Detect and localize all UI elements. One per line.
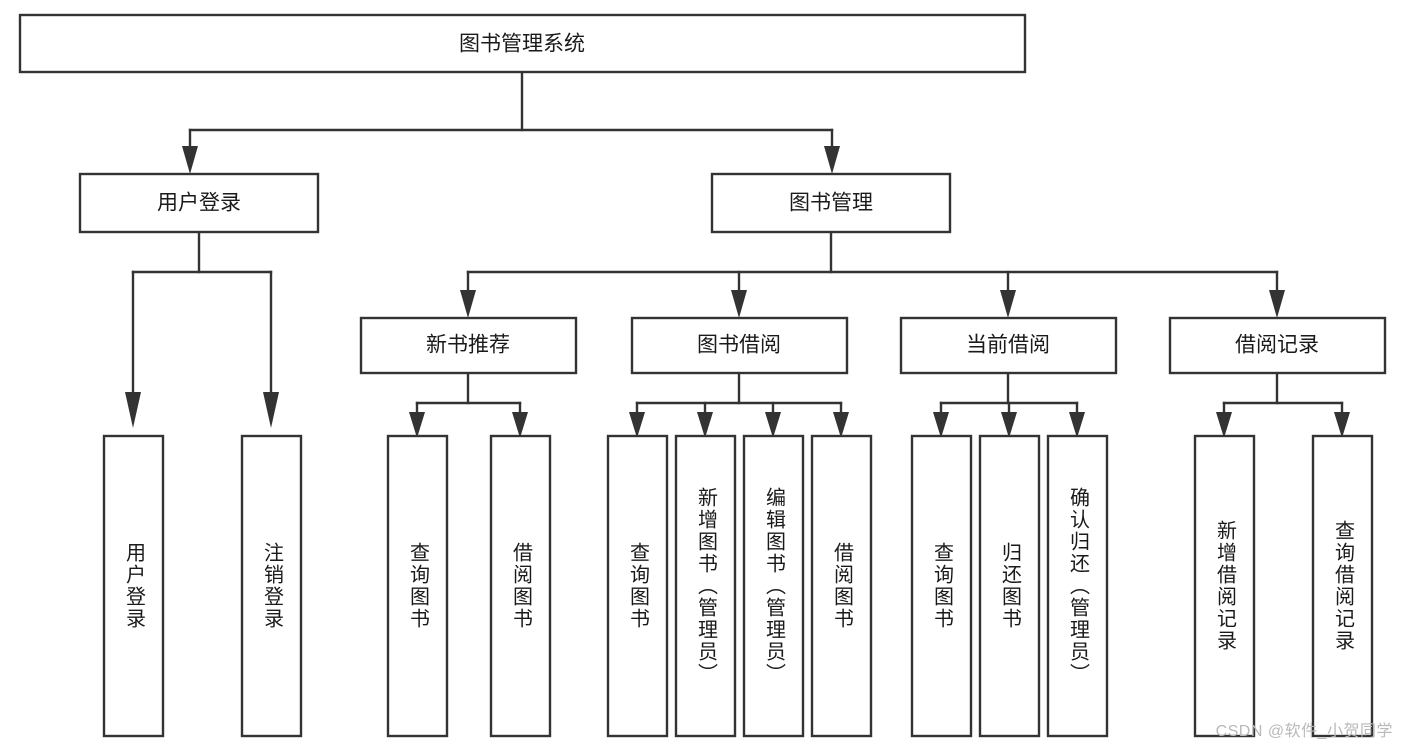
node-leaf-confirm-return-box — [1046, 434, 1109, 738]
node-leaf-borrow-book-1[interactable]: 借阅图书 — [489, 434, 552, 738]
connector-layer — [125, 70, 1350, 438]
node-leaf-query-record-box — [1311, 434, 1374, 738]
node-leaf-logout-login[interactable]: 注销登录 — [240, 434, 303, 738]
node-leaf-edit-book-box — [742, 434, 805, 738]
node-leaf-borrow-book-2-box — [810, 434, 873, 738]
arrow-to-book-borrow — [731, 290, 747, 318]
arrow-to-leaf-query-book-2 — [629, 412, 645, 438]
node-leaf-query-book-2[interactable]: 查询图书 — [606, 434, 669, 738]
arrow-to-book-management — [824, 146, 840, 174]
node-leaf-query-book-3-label: 查询图书 — [930, 542, 953, 630]
node-leaf-query-record-label: 查询借阅记录 — [1331, 520, 1354, 652]
node-leaf-query-book-2-label: 查询图书 — [626, 542, 649, 630]
node-leaf-query-book-1-box — [386, 434, 449, 738]
node-leaf-return-book[interactable]: 归还图书 — [978, 434, 1041, 738]
node-user-login-box — [78, 172, 320, 234]
node-book-borrow[interactable]: 图书借阅 — [630, 316, 849, 375]
node-book-borrow-box — [630, 316, 849, 375]
arrow-to-user-login — [182, 146, 198, 174]
node-leaf-edit-book-label: 编辑图书（管理员） — [762, 487, 785, 685]
node-root-label: 图书管理系统 — [459, 33, 585, 56]
node-book-borrow-label: 图书借阅 — [697, 334, 781, 357]
node-leaf-confirm-return-label: 确认归还（管理员） — [1066, 487, 1089, 685]
arrow-to-leaf-query-book-3 — [933, 412, 949, 438]
arrow-to-leaf-logout-login — [263, 392, 279, 428]
node-leaf-query-book-1-label: 查询图书 — [406, 542, 429, 630]
node-new-book-recommend-label: 新书推荐 — [426, 334, 510, 357]
arrow-to-leaf-return-book — [1001, 412, 1017, 438]
arrow-to-current-borrow — [1000, 290, 1016, 318]
node-book-management-box — [710, 172, 952, 234]
arrow-to-leaf-add-record — [1216, 412, 1232, 438]
arrow-to-borrow-record — [1269, 290, 1285, 318]
arrow-to-leaf-query-record — [1334, 412, 1350, 438]
node-leaf-logout-login-label: 注销登录 — [260, 542, 283, 630]
node-leaf-return-book-box — [978, 434, 1041, 738]
node-leaf-add-record-box — [1193, 434, 1256, 738]
node-leaf-edit-book[interactable]: 编辑图书（管理员） — [742, 434, 805, 738]
node-current-borrow-box — [899, 316, 1118, 375]
node-leaf-query-book-2-box — [606, 434, 669, 738]
node-borrow-record-label: 借阅记录 — [1235, 334, 1319, 357]
arrow-to-leaf-confirm-return — [1069, 412, 1085, 438]
node-root[interactable]: 图书管理系统 — [18, 13, 1027, 74]
node-current-borrow[interactable]: 当前借阅 — [899, 316, 1118, 375]
node-leaf-add-book-box — [674, 434, 737, 738]
node-book-management-label: 图书管理 — [789, 192, 873, 215]
node-current-borrow-label: 当前借阅 — [966, 334, 1050, 357]
node-root-box — [18, 13, 1027, 74]
node-leaf-query-book-1[interactable]: 查询图书 — [386, 434, 449, 738]
node-leaf-add-book[interactable]: 新增图书（管理员） — [674, 434, 737, 738]
node-leaf-logout-login-box — [240, 434, 303, 738]
arrow-to-leaf-user-login — [125, 392, 141, 428]
node-leaf-add-record[interactable]: 新增借阅记录 — [1193, 434, 1256, 738]
node-leaf-add-record-label: 新增借阅记录 — [1213, 520, 1236, 652]
node-user-login-label: 用户登录 — [157, 192, 241, 215]
node-leaf-confirm-return[interactable]: 确认归还（管理员） — [1046, 434, 1109, 738]
arrow-to-leaf-edit-book — [765, 412, 781, 438]
arrow-to-leaf-add-book — [697, 412, 713, 438]
node-leaf-add-book-label: 新增图书（管理员） — [694, 487, 717, 685]
node-leaf-query-book-3-box — [910, 434, 973, 738]
node-new-book-recommend[interactable]: 新书推荐 — [359, 316, 578, 375]
node-leaf-borrow-book-1-box — [489, 434, 552, 738]
node-book-management[interactable]: 图书管理 — [710, 172, 952, 234]
arrow-to-new-book-recommend — [460, 290, 476, 318]
node-leaf-borrow-book-1-label: 借阅图书 — [509, 542, 532, 630]
node-user-login[interactable]: 用户登录 — [78, 172, 320, 234]
arrow-to-leaf-query-book-1 — [409, 412, 425, 438]
node-leaf-query-record[interactable]: 查询借阅记录 — [1311, 434, 1374, 738]
node-leaf-return-book-label: 归还图书 — [998, 542, 1021, 630]
node-leaf-user-login-box — [102, 434, 165, 738]
node-leaf-borrow-book-2-label: 借阅图书 — [830, 542, 853, 630]
node-leaf-borrow-book-2[interactable]: 借阅图书 — [810, 434, 873, 738]
node-leaf-query-book-3[interactable]: 查询图书 — [910, 434, 973, 738]
node-leaf-user-login[interactable]: 用户登录 — [102, 434, 165, 738]
arrow-to-leaf-borrow-book-1 — [512, 412, 528, 438]
arrow-to-leaf-borrow-book-2 — [833, 412, 849, 438]
node-borrow-record[interactable]: 借阅记录 — [1168, 316, 1387, 375]
node-new-book-recommend-box — [359, 316, 578, 375]
node-borrow-record-box — [1168, 316, 1387, 375]
node-leaf-user-login-label: 用户登录 — [122, 542, 145, 630]
